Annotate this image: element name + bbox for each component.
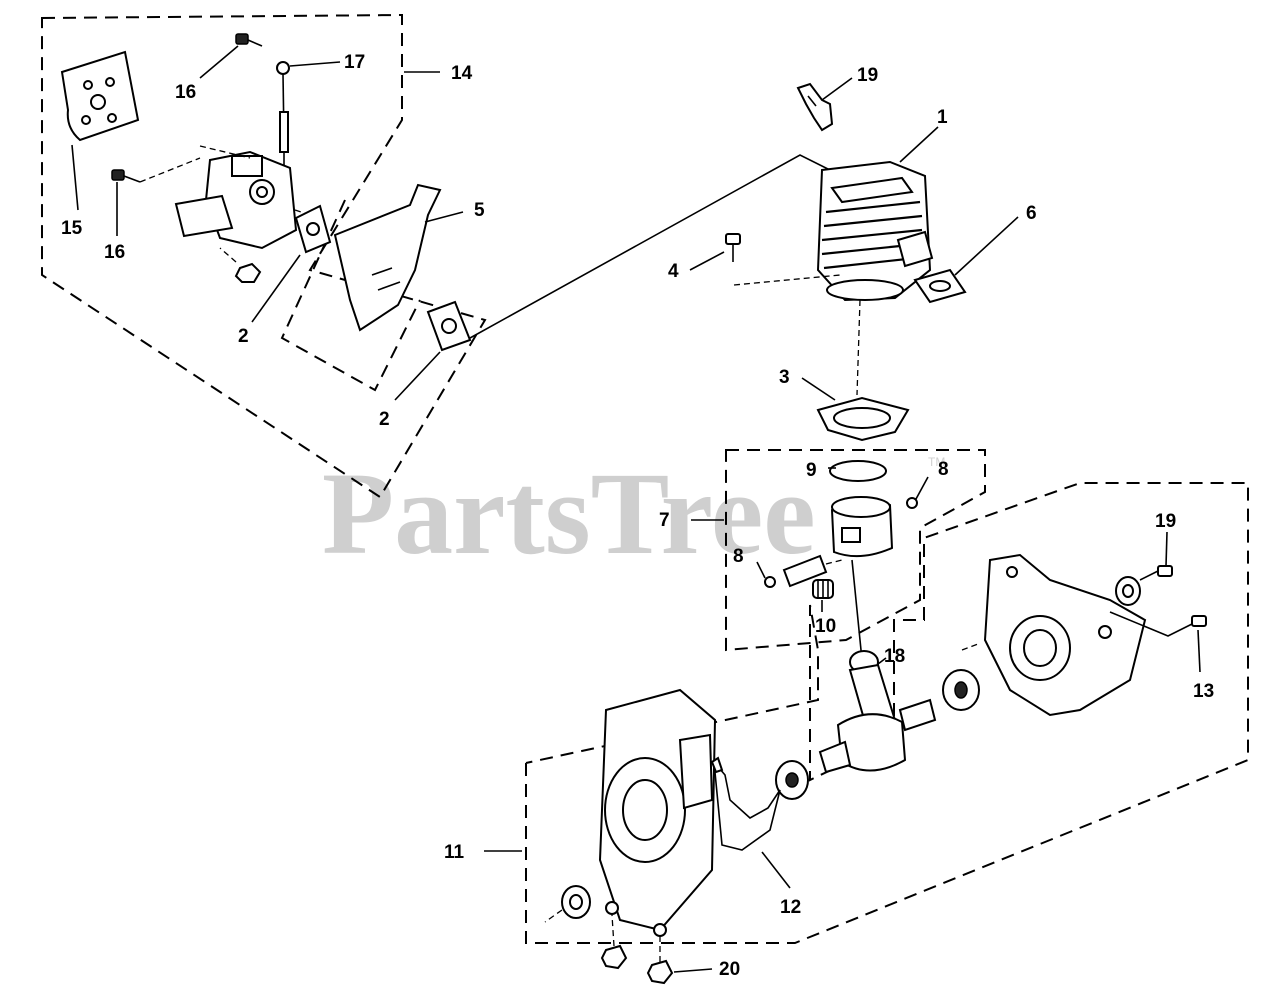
circlip-8-left: [764, 576, 776, 588]
crankshaft-18: [818, 650, 937, 774]
group-7-outline: [725, 449, 986, 652]
callout-20: 20: [719, 959, 740, 980]
bolt-13: [1109, 611, 1207, 637]
callout-19-top: 19: [857, 65, 878, 86]
base-gasket-3: [816, 396, 910, 442]
callout-16-left: 16: [104, 242, 125, 263]
crankcase-left-half: [598, 688, 717, 937]
main-bearing-left: [775, 760, 809, 800]
piston-ring-9: [829, 460, 887, 482]
wrist-pin: [782, 554, 843, 588]
screw-16-top: [235, 33, 263, 47]
callout-12: 12: [780, 897, 801, 918]
callout-8-left: 8: [733, 546, 744, 567]
callout-6: 6: [1026, 203, 1037, 224]
callout-19-right: 19: [1155, 511, 1176, 532]
callout-4: 4: [668, 261, 679, 282]
intake-connection-line: [469, 154, 861, 339]
callout-2-upper: 2: [238, 326, 249, 347]
gasket-2-upper: [294, 204, 332, 254]
callout-15: 15: [61, 218, 83, 239]
callout-14: 14: [451, 63, 473, 84]
callout-16-top: 16: [175, 82, 196, 103]
gasket-2-lower: [426, 300, 472, 352]
group-11-outline: [525, 482, 1249, 944]
watermark-trademark: TM: [928, 455, 945, 469]
needle-bearing-10: [812, 579, 834, 599]
callout-2-lower: 2: [379, 409, 390, 430]
callout-10: 10: [815, 616, 836, 637]
cylinder-axis: [856, 299, 861, 396]
callout-7: 7: [659, 510, 670, 531]
nut-20-right: [646, 936, 674, 985]
callout-13: 13: [1193, 681, 1214, 702]
callout-9: 9: [806, 460, 817, 481]
circlip-8-right: [906, 497, 918, 509]
seal-left: [544, 885, 591, 923]
callout-11: 11: [444, 842, 465, 863]
conrod-axis-line: [851, 559, 863, 661]
cylinder-1: [816, 160, 934, 302]
adjuster-17: [276, 61, 290, 165]
callout-17: 17: [344, 52, 365, 73]
bolt-19-right: [1139, 565, 1173, 581]
callout-5: 5: [474, 200, 485, 221]
gasket-15: [60, 50, 140, 142]
leader-lines: [71, 45, 1201, 973]
bolt-4: [725, 233, 841, 286]
gasket-6: [913, 268, 967, 304]
heat-shield-5: [333, 183, 442, 332]
watermark: PartsTree: [322, 448, 816, 579]
callout-18: 18: [884, 646, 905, 667]
screw-16-left: [111, 157, 201, 183]
crankcase-right-half: [983, 553, 1147, 717]
main-bearing-right: [942, 643, 980, 711]
callout-1: 1: [937, 107, 948, 128]
carburetor-nut: [219, 247, 262, 283]
callout-3: 3: [779, 367, 790, 388]
piston: [830, 496, 894, 558]
spark-plug-19: [796, 82, 834, 132]
carburetor: [174, 145, 321, 250]
group-2-outline: [280, 199, 421, 392]
nut-20-left: [600, 914, 628, 970]
crankcase-gasket-12: [710, 756, 781, 851]
group-14-outline: [41, 13, 487, 499]
callout-8-right: 8: [938, 459, 949, 480]
seal-right: [1115, 576, 1141, 606]
